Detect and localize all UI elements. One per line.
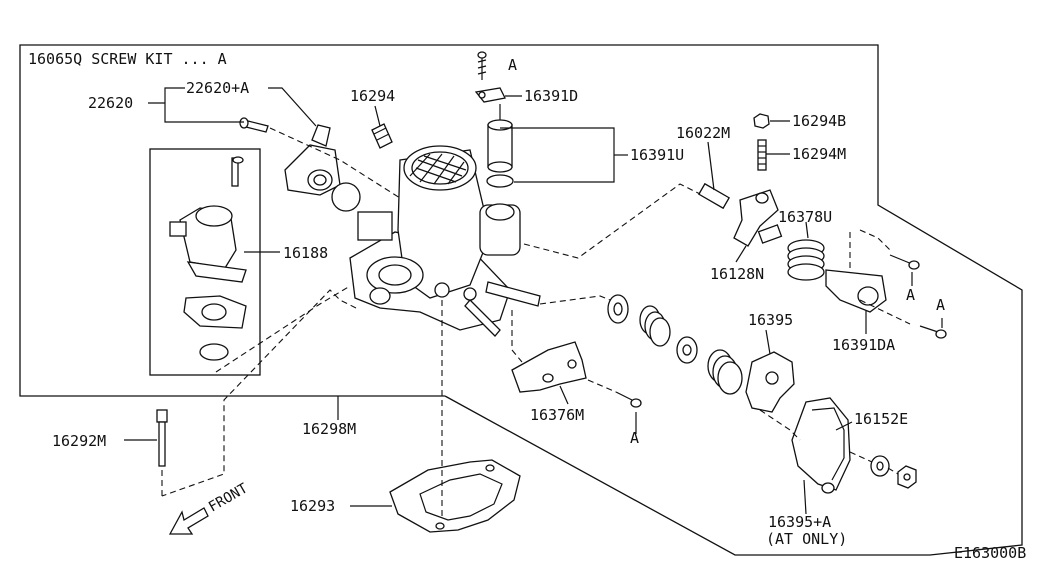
assembly-dashed-lines (161, 127, 911, 520)
spring-16378u (787, 239, 825, 281)
sensor-16391u (486, 104, 514, 188)
washer-16152e (870, 455, 890, 477)
callout-16294: 16294 (350, 87, 395, 105)
callout-16378u: 16378U (778, 208, 832, 226)
callout-16395a: 16395+A (768, 513, 831, 531)
diagram-id: E163000B (954, 544, 1026, 562)
washer-1 (607, 294, 629, 324)
nut-16152e (897, 465, 917, 489)
callout-16294m: 16294M (792, 145, 846, 163)
callout-16395: 16395 (748, 311, 793, 329)
gasket-16293 (389, 459, 521, 533)
bracket-16391d (474, 51, 506, 103)
screw-16376m (615, 391, 642, 408)
screw-right-lower (919, 325, 947, 339)
callout-a-mid: A (630, 429, 639, 447)
screw-16294 (371, 123, 393, 149)
callout-16292m: 16292M (52, 432, 106, 450)
callout-16128n: 16128N (710, 265, 764, 283)
leader-lines (124, 87, 943, 515)
screw-kit-note: 16065Q SCREW KIT ... A (28, 50, 227, 68)
callout-22620a: 22620+A (186, 79, 249, 97)
nut-16294b (753, 113, 770, 129)
callout-a-right1: A (906, 286, 915, 304)
callout-a-top: A (508, 56, 517, 74)
callout-16188: 16188 (283, 244, 328, 262)
callout-at-only: (AT ONLY) (766, 530, 847, 548)
front-arrow-icon (168, 507, 209, 535)
callout-16391u: 16391U (630, 146, 684, 164)
pin-16022m (697, 182, 731, 210)
callout-16298m: 16298M (302, 420, 356, 438)
plate-16395a (791, 397, 851, 494)
sensor-screw (239, 117, 269, 133)
callout-a-right2: A (936, 296, 945, 314)
callout-16293: 16293 (290, 497, 335, 515)
callout-16391da: 16391DA (832, 336, 895, 354)
screw-right-upper (889, 254, 920, 270)
bolt-16292m (156, 409, 168, 467)
outer-frame (19, 44, 1023, 556)
bracket-16376m (511, 341, 587, 393)
spring-small (639, 305, 671, 347)
spring-medium (707, 349, 743, 395)
callout-16022m: 16022M (676, 124, 730, 142)
idle-control-valve (169, 156, 247, 361)
callout-22620: 22620 (88, 94, 133, 112)
callout-16376m: 16376M (530, 406, 584, 424)
throttle-position-sensor (284, 124, 361, 212)
lever-16395 (745, 351, 795, 413)
callout-16294b: 16294B (792, 112, 846, 130)
throttle-body (349, 145, 541, 337)
front-label: FRONT (206, 480, 251, 515)
callout-16152e: 16152E (854, 410, 908, 428)
callout-16391d: 16391D (524, 87, 578, 105)
idle-control-valve-box (149, 148, 261, 376)
stud-16294m (757, 139, 767, 171)
lever-16391da (825, 269, 887, 313)
lever-16128n (733, 189, 783, 247)
washer-2 (676, 336, 698, 364)
